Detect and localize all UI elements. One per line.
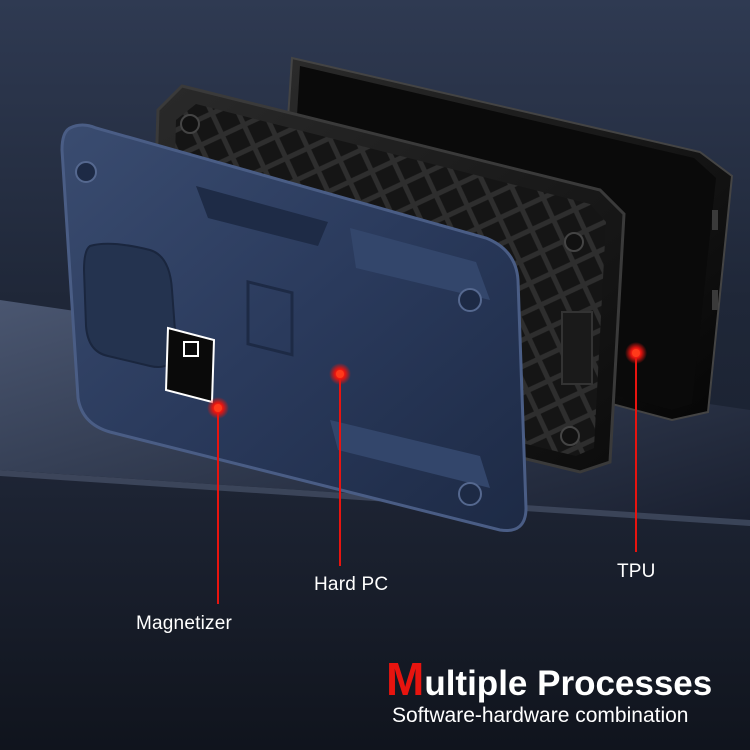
headline-rest: ultiple Processes xyxy=(424,664,713,703)
subheadline: Software-hardware combination xyxy=(392,704,689,727)
headline: Multiple Processes xyxy=(386,652,712,706)
tpu-label: TPU xyxy=(617,561,656,582)
table-front xyxy=(0,470,750,750)
hard-pc-label: Hard PC xyxy=(314,574,389,595)
headline-accent-letter: M xyxy=(386,653,425,705)
hard-pc-case xyxy=(60,123,528,533)
magnetizer-label: Magnetizer xyxy=(136,613,232,634)
brand-logo xyxy=(164,326,216,404)
